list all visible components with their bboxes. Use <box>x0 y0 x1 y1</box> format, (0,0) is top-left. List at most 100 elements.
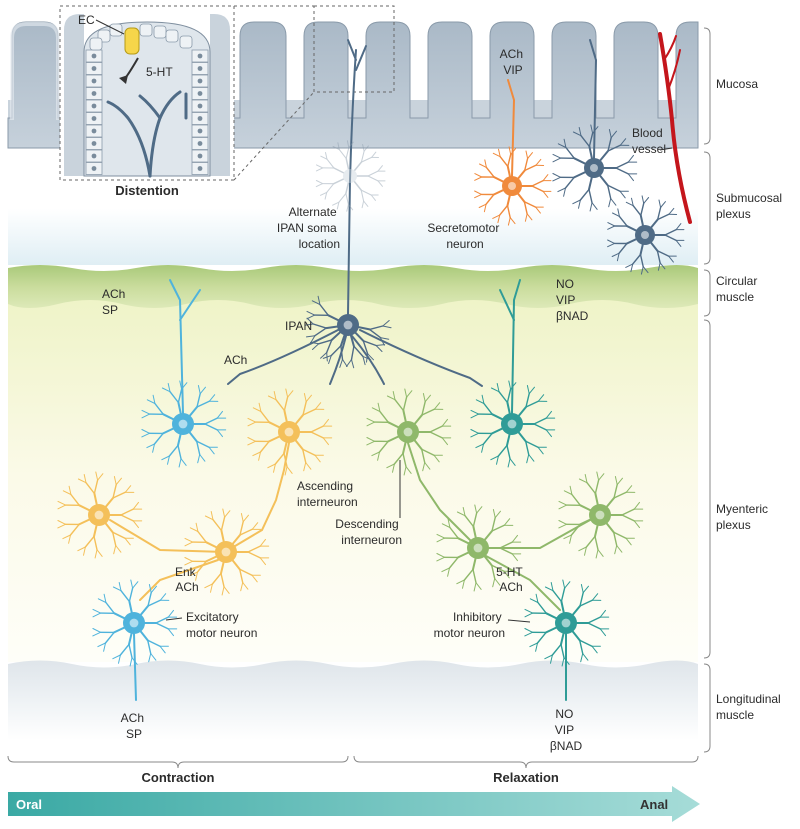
label-ach-ipan: ACh <box>224 353 247 367</box>
descending-interneuron-2-nucleus <box>595 510 605 520</box>
secretomotor-neuron <box>474 79 552 226</box>
excitatory-motor-neuron-upper <box>141 279 227 468</box>
label-ach-sp-top: ACh SP <box>102 287 129 317</box>
ipan-neuron-axon <box>347 39 357 61</box>
cell-nucleus <box>91 166 97 171</box>
label-ipan: IPAN <box>285 319 312 333</box>
label-descending: Descending interneuron <box>335 517 402 547</box>
cell-nucleus <box>91 116 97 121</box>
ascending-interneuron-3 <box>139 508 270 601</box>
descending-interneuron-axon <box>407 442 479 549</box>
alternate-ipan-soma <box>315 140 386 212</box>
excitatory-motor-neuron-lower-nucleus <box>129 618 139 628</box>
label-no-vip-bnad-bottom: NO VIP βNAD <box>550 707 583 753</box>
descending-interneuron-2 <box>477 471 644 559</box>
ipan-neuron-axon <box>351 335 385 385</box>
effect-contraction: Contraction <box>142 770 215 785</box>
descending-interneuron-3 <box>436 504 561 611</box>
descending-interneuron-3-axon <box>485 555 561 611</box>
layer-mucosa: Mucosa <box>716 77 758 91</box>
neuron-network <box>57 39 685 701</box>
epithelial-cell <box>179 35 193 49</box>
ascending-interneuron-3-nucleus <box>221 547 231 557</box>
layer-myenteric-plexus: Myenteric plexus <box>716 502 771 532</box>
cell-nucleus <box>197 128 203 134</box>
axis-oral: Oral <box>16 797 42 812</box>
label-inhibitory: Inhibitory motor neuron <box>434 610 505 640</box>
excitatory-motor-neuron-upper-axon <box>179 289 201 321</box>
cell-nucleus <box>91 153 97 159</box>
submucosal-neuron-1 <box>552 39 638 212</box>
cell-nucleus <box>91 78 97 84</box>
cell-nucleus <box>91 103 97 109</box>
submucosal-neuron-1-nucleus <box>590 164 598 172</box>
label-secretomotor: Secretomotor neuron <box>427 221 502 251</box>
cell-nucleus <box>91 66 97 71</box>
label-enk-ach: Enk ACh <box>175 565 199 594</box>
inhibitory-motor-neuron-lower-nucleus <box>561 618 571 628</box>
ascending-interneuron-2 <box>57 471 226 559</box>
descending-interneuron-3-nucleus <box>473 543 483 553</box>
layer-brackets <box>703 27 711 753</box>
layer-submucosal-plexus: Submucosal plexus <box>716 191 785 221</box>
ascending-interneuron <box>224 388 333 553</box>
label-blood-vessel: Blood vessel <box>632 126 666 156</box>
label-alternate-ipan: Alternate IPAN soma location <box>277 205 340 251</box>
circular-muscle-band <box>8 265 698 308</box>
inset-villus <box>83 21 211 177</box>
cell-nucleus <box>197 103 203 109</box>
ascending-interneuron-2-axon <box>109 519 226 553</box>
inhibitory-motor-neuron-upper-axon <box>499 289 515 321</box>
inset-ipan-endings <box>106 90 188 178</box>
label-ach-vip: ACh VIP <box>500 47 527 77</box>
ipan-neuron-axon <box>347 49 357 315</box>
epithelial-cell <box>153 25 167 39</box>
effect-relaxation: Relaxation <box>493 770 559 785</box>
secretomotor-neuron-axon <box>507 79 516 177</box>
descending-interneuron-nucleus <box>403 427 413 437</box>
inhibitory-motor-neuron-lower <box>524 579 610 701</box>
submucosal-neuron-2 <box>607 195 685 275</box>
inhibitory-motor-neuron-upper-nucleus <box>507 419 517 429</box>
submucosal-neuron-1-axon <box>589 39 598 159</box>
excitatory-motor-neuron-upper-axon <box>169 279 184 414</box>
epithelial-cell <box>139 23 153 37</box>
ascending-interneuron-2-nucleus <box>94 510 104 520</box>
cell-nucleus <box>91 91 97 96</box>
inset-epithelial-cells <box>85 23 209 175</box>
diagram-labels: ACh VIP Blood vessel Alternate IPAN soma… <box>102 47 673 753</box>
cell-nucleus <box>197 91 203 96</box>
label-ach-sp-bottom: ACh SP <box>121 711 148 741</box>
epithelial-cell <box>165 29 179 43</box>
cell-nucleus <box>197 153 203 159</box>
layer-circular-muscle: Circular muscle <box>716 274 761 304</box>
secretomotor-neuron-nucleus <box>508 182 516 190</box>
oral-anal-axis-arrow: Oral Anal <box>8 786 700 822</box>
layer-longitudinal-muscle: Longitudinal muscle <box>716 692 784 722</box>
blood-vessel <box>658 32 692 224</box>
inhibitory-motor-neuron-upper-axon <box>511 279 521 414</box>
cell-nucleus <box>91 141 97 146</box>
excitatory-motor-neuron-lower-axon <box>133 633 137 701</box>
ipan-neuron-axon <box>359 329 483 387</box>
descending-interneuron <box>366 388 479 549</box>
ec-cell <box>124 27 140 55</box>
excitatory-motor-neuron-upper-nucleus <box>178 419 188 429</box>
cell-nucleus <box>197 166 203 171</box>
cell-nucleus <box>197 78 203 84</box>
submucosal-neuron-2-nucleus <box>641 231 649 239</box>
ascending-interneuron-nucleus <box>284 427 294 437</box>
ipan-neuron-axon <box>227 329 339 385</box>
ipan-neuron-axon <box>329 335 347 385</box>
label-no-vip-bnad-top: NO VIP βNAD <box>556 277 589 323</box>
cell-nucleus <box>197 53 203 59</box>
label-ascending: Ascending interneuron <box>297 479 358 509</box>
ipan-neuron-axon <box>355 45 367 71</box>
longitudinal-muscle-band <box>8 660 698 740</box>
distention-inset: EC 5-HT Distention <box>59 5 395 198</box>
effect-brackets <box>7 755 699 769</box>
axis-anal: Anal <box>640 797 668 812</box>
layer-labels: Mucosa Submucosal plexus Circular muscle… <box>716 77 785 722</box>
ipan-neuron <box>227 39 483 387</box>
